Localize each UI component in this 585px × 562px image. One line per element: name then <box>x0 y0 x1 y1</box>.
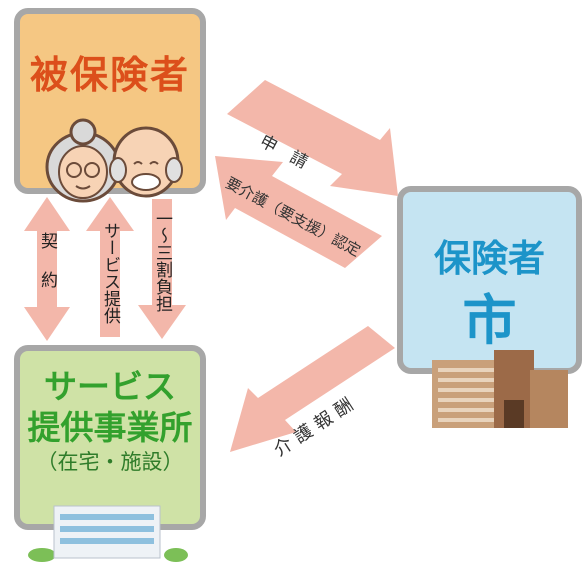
contract-label: 契約 <box>37 232 57 310</box>
service-arrow <box>86 197 134 337</box>
application-arrow <box>227 80 398 196</box>
provider-title-line1: サービス <box>44 367 176 406</box>
service-label: サービス提供 <box>100 222 120 324</box>
contract-arrow <box>24 197 70 341</box>
elderly-couple-icon <box>45 118 183 203</box>
provider-box <box>14 345 206 530</box>
certification-arrow <box>215 156 382 268</box>
provider-title-line2: 提供事業所 <box>27 408 193 447</box>
care-facility-icon <box>28 505 188 562</box>
copay-arrow <box>138 199 186 339</box>
insurer-title: 保険者 <box>434 237 545 280</box>
insurer-city: 市 <box>462 289 517 352</box>
copay-label: 一〜三割負担 <box>152 210 172 312</box>
city-hall-icon <box>432 350 568 428</box>
reward-arrow <box>230 326 395 452</box>
vertical-arrows <box>24 197 186 341</box>
insured-title: 被保険者 <box>29 53 190 97</box>
provider-title-line3: （在宅・施設） <box>36 450 184 474</box>
